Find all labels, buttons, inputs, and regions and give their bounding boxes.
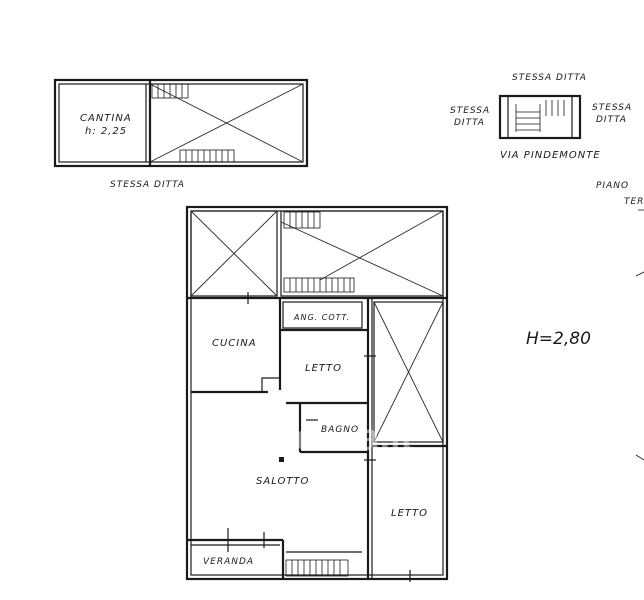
void-right-column	[373, 301, 444, 443]
street-label: VIA PINDEMONTE	[500, 150, 601, 161]
cellar-stairs-top	[151, 83, 189, 99]
height-label: H=2,80	[526, 329, 591, 349]
stessa-left-label-1: STESSA	[450, 106, 490, 116]
stessa-ditta-cellar-label: STESSA DITTA	[110, 180, 185, 190]
main-stairs-entrance	[285, 551, 362, 577]
cantina-label: CANTINA	[80, 113, 132, 124]
angolo-cottura-room	[282, 301, 363, 329]
cucina-label: CUCINA	[212, 338, 257, 349]
cantina-height-label: h: 2,25	[85, 126, 127, 137]
void-top-left	[190, 210, 278, 297]
letto-1-label: LETTO	[305, 363, 342, 374]
watermark-logo: casa.it	[295, 417, 414, 459]
location-key: STESSA DITTA STESSA DITTA STESSA DITTA V…	[450, 73, 632, 161]
key-stairs	[515, 100, 565, 132]
salotto-label: SALOTTO	[256, 476, 309, 487]
void-top-right	[280, 210, 444, 297]
letto-2-label: LETTO	[391, 508, 428, 519]
veranda-label: VERANDA	[203, 557, 254, 567]
stessa-left-label-2: DITTA	[454, 118, 485, 128]
outer-wall	[185, 205, 449, 581]
main-stairs-top	[283, 211, 321, 229]
main-stairs-bottom	[283, 277, 355, 293]
piano-label-2: TER	[624, 197, 644, 207]
bagno-label: BAGNO	[321, 425, 359, 435]
main-floor-plan: casa.it ANG. COTT. CUCINA LETTO BAGNO SA…	[185, 205, 449, 582]
door-marks	[227, 292, 411, 582]
stessa-right-label-1: STESSA	[592, 103, 632, 113]
ang-cott-label: ANG. COTT.	[293, 313, 350, 322]
stessa-ditta-top-label: STESSA DITTA	[512, 73, 587, 83]
column-mark	[279, 457, 284, 462]
cellar-stairs-bottom	[179, 149, 235, 163]
stessa-right-label-2: DITTA	[596, 115, 627, 125]
cellar-outline	[53, 78, 309, 168]
piano-label-1: PIANO	[596, 181, 629, 191]
cellar-plan: CANTINA h: 2,25 STESSA DITTA	[53, 78, 309, 190]
